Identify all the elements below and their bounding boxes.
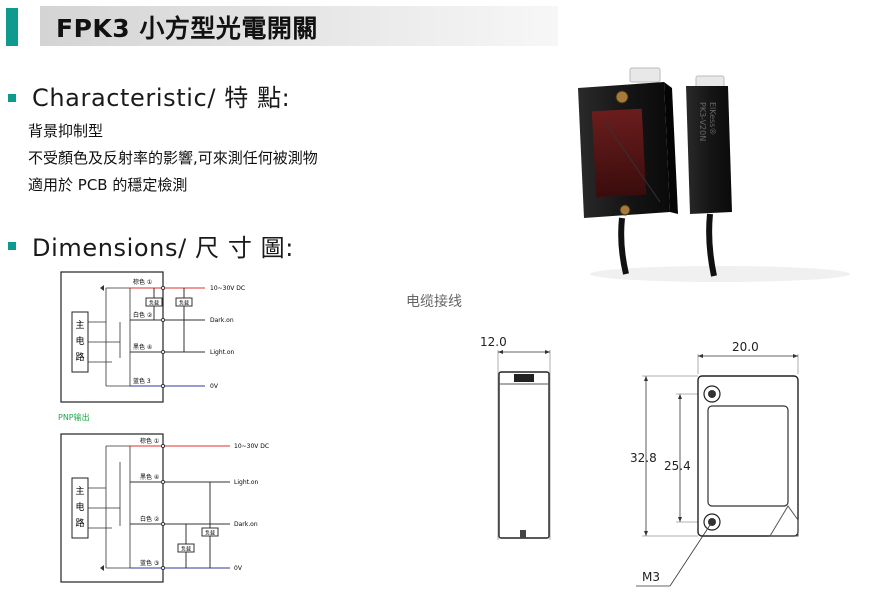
wiring-diagrams: 主 电 路 棕色 ① 白色 ② 黑色 ④ 蓝色 3 负载 负载 xyxy=(40,262,340,597)
signal-label: Light.on xyxy=(234,479,259,486)
characteristic-line: 背景抑制型 xyxy=(28,122,104,140)
load-label: 负载 xyxy=(179,300,189,307)
pnp-heading: PNP输出 xyxy=(58,412,90,422)
wire-label: 黑色 ④ xyxy=(133,343,152,351)
side-print-text: ElKess® xyxy=(708,102,717,135)
load-label: 负载 xyxy=(149,300,159,307)
wire-label: 棕色 ① xyxy=(140,437,159,445)
wire-label: 白色 ② xyxy=(140,515,160,523)
signal-label: 10~30V DC xyxy=(234,443,269,450)
signal-label: Dark.on xyxy=(234,521,258,528)
product-photo: ElKess® PK3-V20N xyxy=(560,62,875,284)
front-view: 20.0 32.8 25.4 M3 xyxy=(630,340,799,587)
wire-label: 白色 ② xyxy=(133,311,153,319)
ic-label: 路 xyxy=(75,517,84,529)
ic-label: 路 xyxy=(75,351,84,363)
ic-label: 电 xyxy=(75,335,84,347)
signal-label: 0V xyxy=(234,565,243,572)
height-outer-label: 32.8 xyxy=(630,451,657,465)
signal-label: Light.on xyxy=(210,349,235,356)
signal-label: Dark.on xyxy=(210,317,234,324)
ic-label: 电 xyxy=(75,501,84,513)
characteristic-line: 不受顏色及反射率的影響,可來測任何被測物 xyxy=(28,149,318,167)
wire-label: 蓝色 ③ xyxy=(140,559,159,567)
load-label: 负载 xyxy=(205,530,215,537)
ic-label: 主 xyxy=(75,485,84,497)
height-inner-label: 25.4 xyxy=(664,459,691,473)
side-print-text: PK3-V20N xyxy=(698,102,707,141)
pnp-wiring-diagram: 主 电 路 棕色 ① 黑色 ④ 白色 ② 蓝色 ③ 负载 负载 10 xyxy=(60,433,269,583)
title-accent-bar xyxy=(6,8,18,46)
characteristic-heading: Characteristic/ 特 點: xyxy=(32,84,291,112)
side-width-label: 12.0 xyxy=(480,335,507,349)
characteristic-line: 適用於 PCB 的穩定檢測 xyxy=(28,176,188,194)
ic-label: 主 xyxy=(75,319,84,331)
bullet-icon xyxy=(8,94,16,102)
npn-wiring-diagram: 主 电 路 棕色 ① 白色 ② 黑色 ④ 蓝色 3 负载 负载 xyxy=(60,271,245,403)
dimension-drawing: 电缆接线 12.0 20.0 32.8 xyxy=(398,280,882,597)
dimensions-heading: Dimensions/ 尺 寸 圖: xyxy=(32,234,294,262)
screw-label: M3 xyxy=(642,570,660,584)
side-view: 12.0 xyxy=(480,335,551,540)
signal-label: 0V xyxy=(210,383,219,390)
title-banner xyxy=(40,6,558,46)
load-label: 负载 xyxy=(181,546,191,553)
bullet-icon xyxy=(8,242,16,250)
page-title: FPK3 小方型光電開關 xyxy=(56,14,318,43)
front-width-label: 20.0 xyxy=(732,340,759,354)
wire-label: 棕色 ① xyxy=(133,278,152,286)
cable-label: 电缆接线 xyxy=(406,293,462,310)
wire-label: 蓝色 3 xyxy=(133,377,151,385)
wire-label: 黑色 ④ xyxy=(140,473,159,481)
signal-label: 10~30V DC xyxy=(210,285,245,292)
